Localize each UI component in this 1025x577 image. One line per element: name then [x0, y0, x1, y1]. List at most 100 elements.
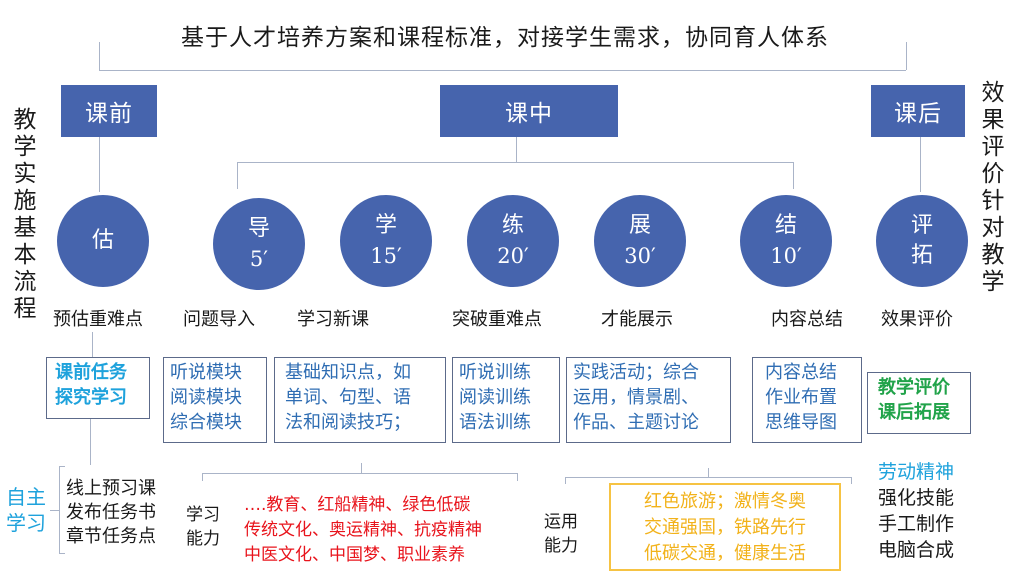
step-time: 10′ [770, 244, 802, 268]
connector-in-left [237, 162, 238, 189]
box-line: 运用，情景剧、 [573, 387, 699, 408]
self-study-item: 发布任务书 [66, 502, 156, 523]
step-char: 评 [910, 213, 933, 238]
content-box-evaluation: 教学评价 课后拓展 [867, 372, 971, 434]
phase-post-class: 课后 [871, 85, 965, 137]
step-char: 结 [774, 213, 797, 238]
box-line: 作业布置 [765, 387, 837, 408]
step-time: 30′ [624, 244, 656, 268]
connector-post [920, 137, 921, 192]
applied-ability-box: 红色旅游；激情冬奥 交通强国，铁路先行 低碳交通，健康生活 [609, 483, 841, 571]
phase-in-class: 课中 [440, 85, 618, 137]
box-line: 单词、句型、语 [285, 387, 411, 408]
step-char: 估 [91, 228, 114, 253]
diagram-title: 基于人才培养方案和课程标准，对接学生需求，协同育人体系 [181, 25, 829, 51]
step-char: 导 [247, 216, 270, 241]
learning-ability-item: 传统文化、奥运精神、抗疫精神 [244, 520, 482, 540]
box-line: 内容总结 [765, 362, 837, 383]
post-class-item: 强化技能 [878, 487, 955, 509]
step-circle-summary: 结 10′ [740, 195, 832, 287]
box-line: 课后拓展 [878, 402, 950, 423]
phase-pre-class: 课前 [61, 85, 157, 137]
box-line: 阅读模块 [170, 387, 242, 408]
phase-pre-class-label: 课前 [85, 101, 133, 127]
left-side-label: 教学实施基本流程 [12, 107, 38, 323]
applied-bracket-left [565, 477, 566, 484]
step-char: 展 [628, 213, 651, 238]
connector-in-stem [516, 137, 517, 162]
box-line: 思维导图 [765, 412, 837, 433]
step-circle-show: 展 30′ [594, 195, 686, 287]
learning-ability-label-line: 能力 [186, 529, 220, 549]
content-box-modules: 听说模块 阅读模块 综合模块 [163, 357, 267, 443]
self-study-label-line: 自主 [6, 485, 46, 509]
right-side-label: 效果评价针对教学 [980, 80, 1006, 296]
step-circle-guide: 导 5′ [213, 198, 305, 290]
content-box-pre-task: 课前任务 探究学习 [46, 357, 150, 419]
post-class-item: 手工制作 [878, 513, 955, 535]
self-study-stub [50, 510, 59, 511]
box-line: 实践活动；综合 [573, 362, 699, 383]
phase-post-class-label: 课后 [894, 101, 942, 127]
step-char: 练 [501, 213, 524, 238]
box-line: 基础知识点，如 [285, 362, 411, 383]
applied-ability-label: 运用 能力 [544, 510, 578, 558]
step-caption: 预估重难点 [53, 309, 143, 330]
box-line: 课前任务 [55, 362, 127, 383]
post-class-items: 劳动精神 强化技能 手工制作 电脑合成 [878, 459, 954, 563]
step-time: 20′ [497, 244, 529, 268]
applied-ability-item: 交通强国，铁路先行 [644, 517, 806, 538]
box-line: 探究学习 [55, 387, 127, 408]
self-study-bracket-bottom [59, 553, 65, 554]
learning-ability-items: ….教育、红船精神、绿色低碳 传统文化、奥运精神、抗疫精神 中医文化、中国梦、职… [244, 493, 482, 568]
step-caption: 效果评价 [881, 309, 953, 330]
box-line: 综合模块 [170, 412, 242, 433]
connector-self-study [90, 419, 91, 465]
step-char-2: 拓 [910, 243, 933, 268]
self-study-bracket-top [59, 466, 65, 467]
step-caption: 问题导入 [183, 309, 255, 330]
applied-bracket-right [851, 477, 852, 484]
top-bracket-right [906, 42, 907, 70]
learning-ability-item: ….教育、红船精神、绿色低碳 [244, 495, 471, 515]
learning-bracket-right [517, 473, 518, 481]
self-study-bracket-v [59, 466, 60, 554]
connector-in-bar [238, 162, 793, 163]
content-box-practice: 实践活动；综合 运用，情景剧、 作品、主题讨论 [566, 357, 731, 443]
applied-ability-item: 低碳交通，健康生活 [644, 543, 806, 564]
box-line: 教学评价 [878, 377, 950, 398]
applied-bracket-stem [708, 468, 709, 477]
box-line: 作品、主题讨论 [573, 412, 699, 433]
self-study-items: 线上预习课 发布任务书 章节任务点 [66, 477, 156, 549]
step-circle-practice: 练 20′ [467, 195, 559, 287]
content-box-basics: 基础知识点，如 单词、句型、语 法和阅读技巧； [274, 357, 446, 443]
applied-bracket-bar [565, 477, 852, 478]
self-study-item: 线上预习课 [66, 478, 156, 499]
applied-ability-label-line: 能力 [544, 536, 578, 556]
phase-in-class-label: 课中 [505, 101, 553, 127]
box-line: 阅读训练 [459, 387, 531, 408]
self-study-label: 自主 学习 [6, 484, 46, 536]
step-circle-evaluate: 评 拓 [876, 195, 968, 287]
box-line: 法和阅读技巧； [285, 412, 411, 433]
step-circle-learn: 学 15′ [340, 195, 432, 287]
connector-in-right [793, 162, 794, 189]
box-line: 语法训练 [459, 412, 531, 433]
step-circle-estimate: 估 [57, 195, 149, 287]
learning-bracket-left [202, 473, 203, 481]
step-caption: 才能展示 [601, 309, 673, 330]
learning-bracket-bar [202, 473, 518, 474]
learning-bracket-stem [361, 463, 362, 473]
content-box-training: 听说训练 阅读训练 语法训练 [452, 357, 560, 443]
connector-pre [99, 137, 100, 192]
applied-ability-label-line: 运用 [544, 512, 578, 532]
step-time: 15′ [370, 244, 402, 268]
learning-ability-label-line: 学习 [186, 505, 220, 525]
content-box-summary: 内容总结 作业布置 思维导图 [752, 357, 862, 443]
step-caption: 学习新课 [297, 309, 369, 330]
top-bracket-bottom [99, 70, 906, 71]
step-caption: 内容总结 [771, 309, 843, 330]
self-study-label-line: 学习 [6, 511, 46, 535]
top-bracket-left [99, 42, 100, 70]
box-line: 听说模块 [170, 362, 242, 383]
